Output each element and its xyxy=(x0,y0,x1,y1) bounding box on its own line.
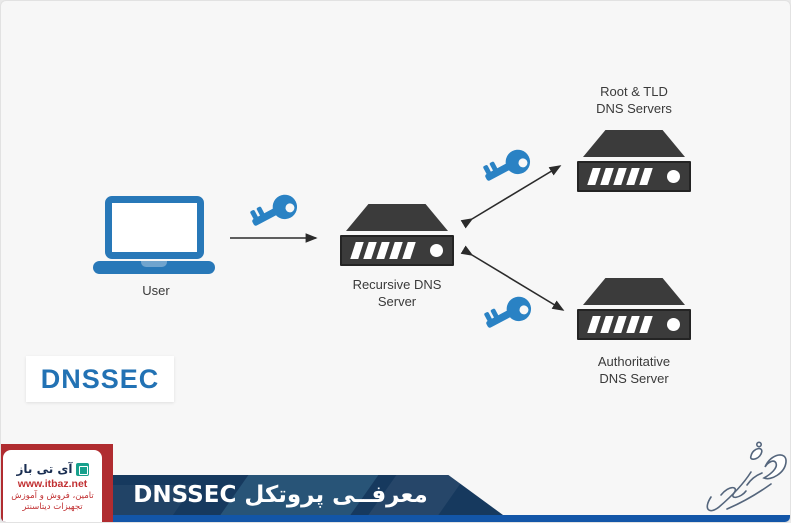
recursive-server-label-line2: Server xyxy=(377,294,417,309)
dnssec-badge-label: DNSSEC xyxy=(40,363,160,394)
server-led xyxy=(667,170,680,183)
key-icon xyxy=(483,149,531,181)
recursive-server-label: Recursive DNS Server xyxy=(337,276,457,310)
authoritative-server-label-line1: Authoritative xyxy=(597,354,671,369)
publisher-brand-row: آی تی باز xyxy=(3,462,102,476)
laptop-base xyxy=(93,261,215,274)
server-body xyxy=(577,161,691,192)
server-vents xyxy=(350,242,416,259)
user-label: User xyxy=(142,283,170,298)
footer-title-banner: معرفــی پروتکل DNSSEC xyxy=(113,475,503,515)
server-icon-root xyxy=(577,130,691,192)
laptop-icon xyxy=(105,196,204,259)
publisher-website[interactable]: www.itbaz.net xyxy=(17,478,88,490)
authoritative-server-label: Authoritative DNS Server xyxy=(574,353,694,387)
footer-accent-strip xyxy=(1,515,790,522)
publisher-brand: آی تی باز xyxy=(16,462,73,476)
server-icon-recursive xyxy=(340,204,454,266)
key-icon xyxy=(250,194,298,226)
recursive-server-label-line1: Recursive DNS xyxy=(352,277,442,292)
server-body xyxy=(577,309,691,340)
server-body xyxy=(340,235,454,266)
laptop-notch xyxy=(141,261,167,267)
server-top xyxy=(583,278,685,305)
server-icon-authoritative xyxy=(577,278,691,340)
publisher-tagline-line2: تجهیزات دیتاسنتر xyxy=(22,502,83,512)
server-led xyxy=(430,244,443,257)
itbaz-logo-icon xyxy=(75,462,89,476)
server-vents xyxy=(587,316,653,333)
root-server-label-line1: Root & TLD xyxy=(600,84,668,99)
footer-title: معرفــی پروتکل DNSSEC xyxy=(133,482,428,508)
publisher-card: آی تی باز www.itbaz.net تامین، فروش و آم… xyxy=(3,450,102,522)
server-top xyxy=(346,204,448,231)
dnssec-badge: DNSSEC xyxy=(26,356,174,402)
root-server-label: Root & TLD DNS Servers xyxy=(574,83,694,117)
signature-watermark-icon xyxy=(706,441,787,512)
server-top xyxy=(583,130,685,157)
publisher-tagline-line1: تامین، فروش و آموزش xyxy=(11,491,94,501)
key-icon xyxy=(484,296,532,328)
server-led xyxy=(667,318,680,331)
server-vents xyxy=(587,168,653,185)
authoritative-server-label-line2: DNS Server xyxy=(599,371,669,386)
root-server-label-line2: DNS Servers xyxy=(596,101,672,116)
